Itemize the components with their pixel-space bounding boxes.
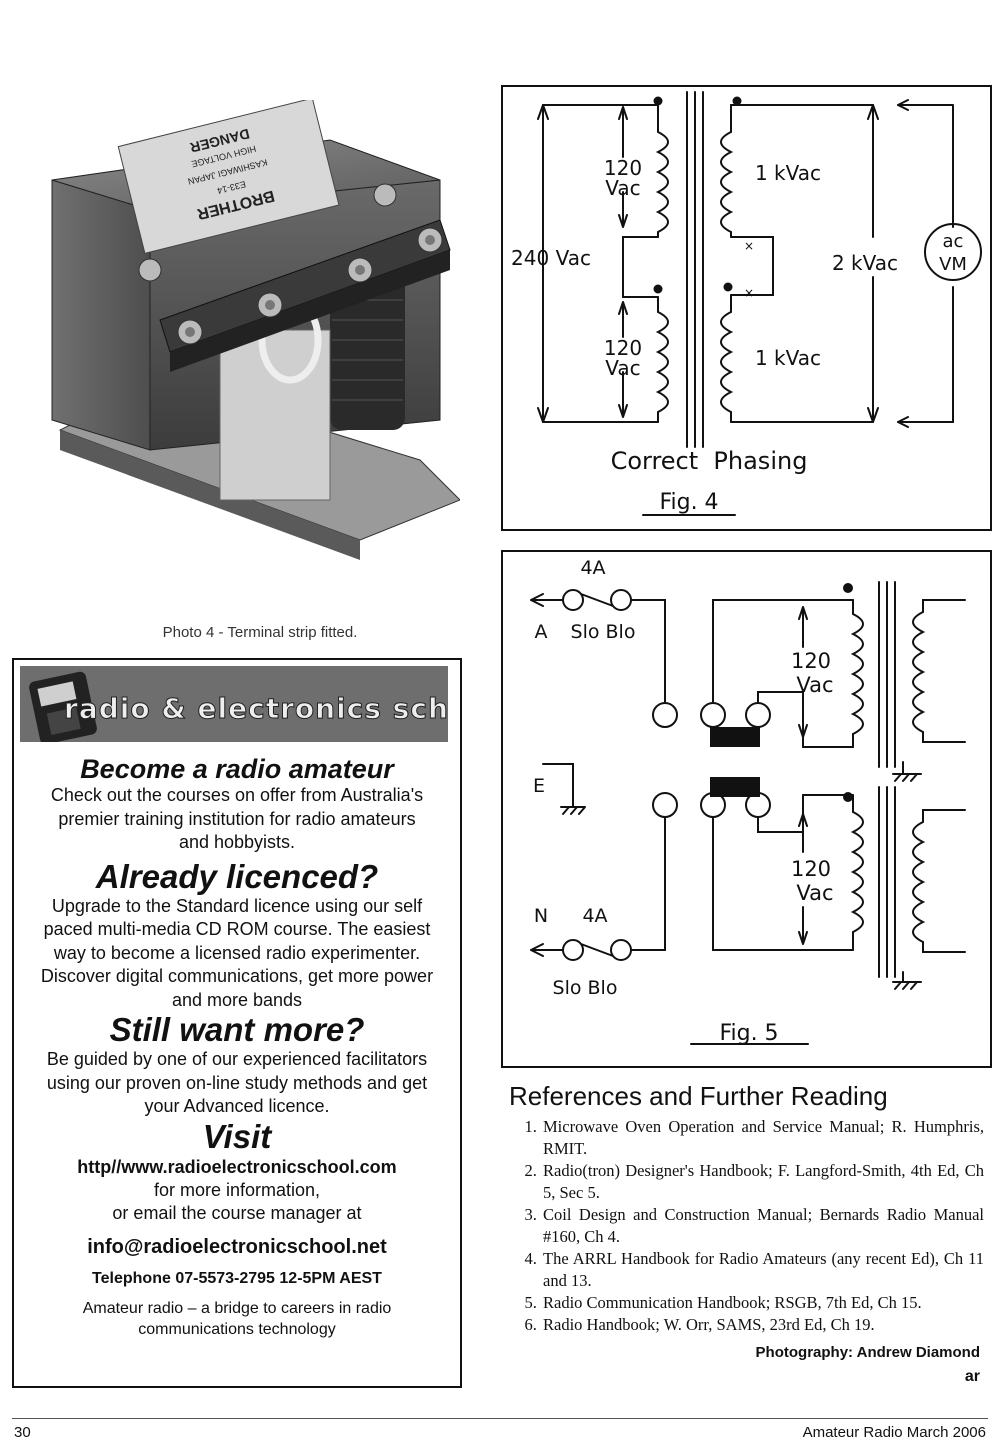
advert-footer: Amateur radio – a bridge to careers in r… — [82, 1299, 392, 1338]
advert-heading: Become a radio amateur — [80, 754, 394, 784]
fig4-meter-label: VM — [939, 254, 967, 275]
reference-item: Coil Design and Construction Manual; Ber… — [541, 1204, 984, 1248]
reference-item: Radio Communication Handbook; RSGB, 7th … — [541, 1292, 984, 1314]
fig5-terminal-label: N — [534, 905, 548, 927]
fig4-label: Fig. 4 — [659, 490, 718, 515]
advert-heading: Already licenced? — [95, 857, 379, 895]
fig4-polarity-mark: × — [744, 239, 754, 253]
fig5-voltage-label: Vac — [796, 673, 833, 697]
fig4-polarity-mark: × — [744, 286, 754, 300]
references-list: Microwave Oven Operation and Service Man… — [509, 1116, 984, 1336]
reference-item: Radio(tron) Designer's Handbook; F. Lang… — [541, 1160, 984, 1204]
advert-heading: Still want more? — [109, 1011, 365, 1048]
fig5-voltage-label: 120 — [791, 649, 831, 673]
fig4-voltage-label: 2 kVac — [832, 251, 898, 275]
page-number: 30 — [14, 1424, 31, 1441]
fig5-label: Fig. 5 — [719, 1021, 778, 1046]
advert-text: Check out the courses on offer from Aust… — [50, 785, 424, 852]
references-section: References and Further Reading Microwave… — [509, 1080, 984, 1336]
advert-text: Be guided by one of our experienced faci… — [46, 1049, 428, 1116]
advert-text: Upgrade to the Standard licence using ou… — [43, 895, 431, 963]
fig4-caption: Correct Phasing — [611, 447, 808, 475]
reference-item: The ARRL Handbook for Radio Amateurs (an… — [541, 1248, 984, 1292]
photography-credit: Photography: Andrew Diamond — [755, 1344, 980, 1361]
fig4-voltage-label: Vac — [605, 176, 640, 200]
fig5-fuse-type: Slo Blo — [571, 621, 636, 643]
references-title: References and Further Reading — [509, 1081, 888, 1111]
fig4-voltage-label: Vac — [605, 356, 640, 380]
fig5-terminal-label: E — [533, 775, 545, 797]
figure-4-diagram: 120 Vac 120 Vac 1 kVac 1 kVac 240 Vac 2 … — [501, 85, 992, 531]
figure-5-diagram: 4A A Slo Blo E N 4A Slo Blo 120 Vac 120 … — [501, 550, 992, 1068]
advert-banner: radio & electronics school — [20, 666, 448, 742]
fig4-voltage-label: 240 Vac — [511, 246, 591, 270]
transformer-photo: BROTHER E33-14 KASHIWAGI JAPAN HIGH VOLT… — [40, 97, 461, 620]
fig4-meter-label: ac — [943, 231, 964, 252]
fig4-voltage-label: 1 kVac — [755, 346, 821, 370]
school-advert: radio & electronics school Become a radi… — [12, 658, 462, 1388]
advert-email-link[interactable]: info@radioelectronicschool.net — [87, 1235, 387, 1258]
advert-text: Discover digital communications, get mor… — [40, 966, 434, 1010]
photo-caption: Photo 4 - Terminal strip fitted. — [162, 624, 358, 641]
reference-item: Microwave Oven Operation and Service Man… — [541, 1116, 984, 1160]
fig5-terminal-label: A — [535, 621, 548, 643]
advert-text: for more information, — [153, 1179, 321, 1200]
footer-divider — [12, 1418, 988, 1419]
fig5-fuse-type: Slo Blo — [553, 977, 618, 999]
advert-banner-text: radio & electronics school — [64, 692, 448, 725]
handheld-radio-icon — [29, 671, 97, 742]
reference-item: Radio Handbook; W. Orr, SAMS, 23rd Ed, C… — [541, 1314, 984, 1336]
fig5-voltage-label: Vac — [796, 881, 833, 905]
fig4-voltage-label: 120 — [604, 336, 642, 360]
fig5-voltage-label: 120 — [791, 857, 831, 881]
article-end-mark: ar — [964, 1368, 980, 1385]
advert-website-link[interactable]: http//www.radioelectronicschool.com — [77, 1156, 397, 1177]
advert-telephone: Telephone 07-5573-2795 12-5PM AEST — [92, 1269, 382, 1287]
fig5-fuse-rating: 4A — [580, 557, 605, 579]
advert-heading: Visit — [202, 1117, 272, 1155]
fig4-voltage-label: 120 — [604, 156, 642, 180]
magazine-issue: Amateur Radio March 2006 — [802, 1424, 986, 1441]
fig5-fuse-rating: 4A — [582, 905, 607, 927]
fig4-voltage-label: 1 kVac — [755, 161, 821, 185]
advert-text: or email the course manager at — [112, 1203, 362, 1223]
